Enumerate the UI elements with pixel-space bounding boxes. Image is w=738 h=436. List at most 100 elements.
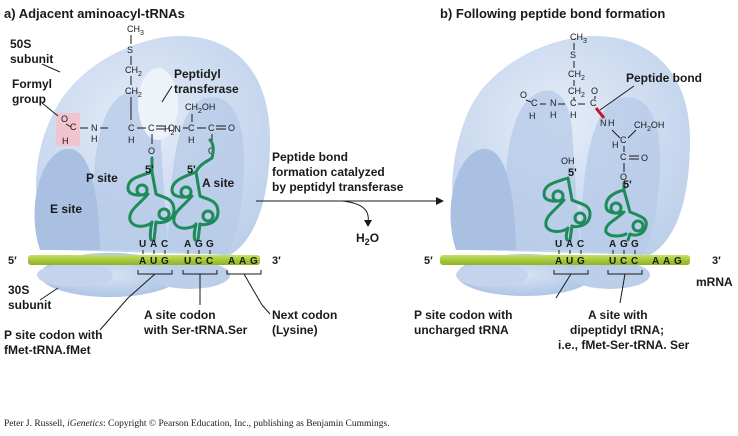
ribosome-inner-lobe-b [505,90,580,250]
mrna-3-prime: 3′ [272,255,281,267]
svg-text:C: C [148,123,155,133]
svg-text:CH3: CH3 [570,32,587,45]
peptide-bond-label: Peptide bond [626,71,702,85]
anticodon-p: U A C [139,239,168,250]
dipeptide-structure: CH3 S CH2 CH2 O C H N H C H C O N H C CH… [520,32,664,182]
formyl-group-highlight [56,113,80,146]
svg-text:CH2OH: CH2OH [185,102,215,115]
svg-text:A: A [184,239,191,250]
svg-text:C: C [70,122,77,132]
ribosome-30s-bottom [37,263,113,287]
p-site-label: P site [86,171,118,185]
svg-text:O: O [641,153,648,163]
peptidyl-transferase-cleft [138,68,178,140]
svg-text:C: C [128,123,135,133]
svg-text:A: A [652,256,659,267]
svg-text:C: C [577,239,584,250]
svg-text:U: U [184,256,191,267]
svg-text:CH2: CH2 [125,86,142,99]
svg-text:H: H [608,118,615,128]
anticodon-a-b: A G G [609,239,639,250]
water-arrow [341,200,369,223]
e-site-label: E site [50,202,82,216]
svg-text:O: O [148,146,155,156]
svg-text:H: H [91,134,98,144]
svg-text:U: U [150,256,157,267]
svg-text:CH2: CH2 [125,65,142,78]
svg-text:O: O [591,86,598,96]
oh-label: OH [561,156,575,166]
svg-text:C: C [208,123,215,133]
ser-structure: CH2OH H2N C H C O O [164,102,235,156]
svg-text:C: C [188,123,195,133]
svg-text:G: G [195,239,203,250]
svg-text:C: C [531,98,538,108]
svg-text:H: H [612,140,619,150]
peptide-bond-mark [594,107,606,119]
p-trna-5-prime: 5' [145,164,154,176]
a-site-trna [170,138,220,242]
mrna-label: mRNA [696,275,733,289]
svg-text:C: C [570,98,577,108]
mrna-3-prime-b: 3′ [712,255,721,267]
p-site-trna [126,156,176,242]
svg-text:G: G [206,239,214,250]
svg-text:A: A [239,256,246,267]
svg-text:H2N: H2N [164,124,181,137]
svg-text:CH2: CH2 [568,86,585,99]
svg-text:H: H [128,135,135,145]
svg-text:H: H [529,111,536,121]
a-trna-5-prime: 5' [187,164,196,176]
e-site-lobe-b [450,148,516,250]
svg-text:A: A [139,256,146,267]
anticodon-a: A G G [184,239,214,250]
p-site-trna-b [542,176,592,242]
svg-text:G: G [620,239,628,250]
svg-text:O: O [228,123,235,133]
svg-text:C: C [195,256,202,267]
svg-text:N: N [91,123,98,133]
svg-text:U: U [555,239,562,250]
svg-text:C: C [620,256,627,267]
svg-text:A: A [566,239,573,250]
credit-line: Peter J. Russell, iGenetics: Copyright ©… [4,418,390,429]
svg-text:S: S [127,45,133,55]
svg-text:O: O [520,90,527,100]
mrna-5-prime-b: 5′ [424,255,433,267]
svg-text:A: A [228,256,235,267]
fmet-structure: CH3 S CH2 CH2 O C H N H C H C O O [61,24,175,156]
anticodon-p-b: U A C [555,239,584,250]
svg-text:H: H [550,110,557,120]
codon-a: U C C [184,256,213,267]
svg-text:N: N [550,98,557,108]
e-site-lobe [34,148,100,250]
svg-text:O: O [61,114,68,124]
svg-text:O: O [168,123,175,133]
a-site-trna-b [604,181,648,242]
svg-text:C: C [620,135,627,145]
ch3-label: CH3 [127,24,144,37]
svg-text:N: N [600,118,607,128]
svg-text:C: C [590,98,597,108]
a-site-label: A site [202,176,235,190]
svg-text:C: C [161,239,168,250]
panel-b-title: b) Following peptide bond formation [440,6,665,21]
svg-text:G: G [631,239,639,250]
svg-text:G: G [250,256,258,267]
svg-text:G: G [577,256,585,267]
svg-text:A: A [609,239,616,250]
svg-text:C: C [631,256,638,267]
svg-text:G: G [161,256,169,267]
water-label: H2O [356,231,379,247]
panel-a-title: a) Adjacent aminoacyl-tRNAs [4,6,185,21]
